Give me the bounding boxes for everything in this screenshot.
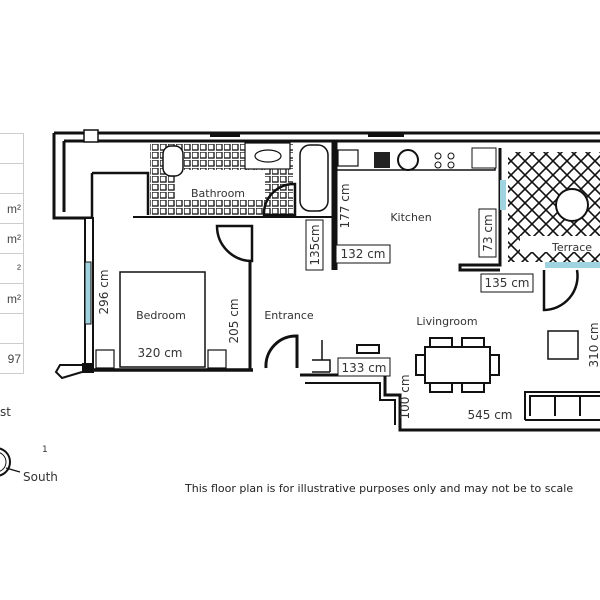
bathtub-icon [299, 144, 329, 212]
area-cell: m² [0, 283, 24, 314]
sink-icon [244, 142, 291, 170]
room-label-terrace: Terrace [551, 241, 592, 254]
dim-kitchen-width: 132 cm [340, 247, 385, 261]
dim-bedroom-height: 296 cm [97, 269, 111, 314]
dim-terrace-door: 135 cm [484, 276, 529, 290]
area-cell: 97 [0, 343, 24, 374]
dim-living-height: 310 cm [587, 322, 600, 367]
disclaimer-text: This floor plan is for illustrative purp… [185, 482, 574, 495]
entrance-door-icon [264, 334, 299, 369]
room-label-livingroom: Livingroom [416, 315, 477, 328]
toilet-icon [162, 145, 184, 177]
compass-tick: 1 [42, 445, 48, 455]
terrace-door-icon [542, 269, 579, 312]
oven-icon [374, 152, 390, 168]
compass-label-partial: st [0, 405, 11, 419]
door-icon [262, 182, 297, 217]
room-label-bedroom: Bedroom [136, 309, 186, 322]
room-label-bathroom: Bathroom [191, 187, 245, 200]
compass-label-south: South [23, 470, 58, 484]
armchair-icon [547, 330, 579, 360]
terrace-area [508, 152, 600, 268]
stairs-icon [312, 340, 331, 373]
dim-living-133: 133 cm [341, 361, 386, 375]
dim-entrance-wall: 205 cm [227, 298, 241, 343]
dining-table-icon [415, 337, 500, 393]
bedroom-door-icon [215, 224, 254, 263]
dim-hall: 135cm [308, 224, 322, 265]
bed-icon [119, 271, 206, 368]
dim-kitchen-height: 177 cm [338, 183, 352, 228]
room-label-kitchen: Kitchen [390, 211, 431, 224]
room-label-entrance: Entrance [264, 309, 314, 322]
terrace-table-icon [555, 188, 589, 222]
chair-icon [356, 344, 380, 354]
area-table: m² m² ² m² 97 [0, 133, 24, 374]
fridge-icon [337, 149, 359, 167]
kitchen-counter [336, 147, 497, 171]
washer-icon [397, 149, 419, 171]
dim-bedroom-width: 320 cm [137, 346, 182, 360]
sofa-icon [524, 391, 600, 421]
dim-living-width: 545 cm [467, 408, 512, 422]
area-cell: m² [0, 223, 24, 254]
dim-living-100: 100 cm [398, 374, 412, 419]
compass-icon [0, 447, 21, 477]
dim-kitchen-ledge: 73 cm [481, 214, 495, 251]
bathroom-area [150, 142, 329, 217]
